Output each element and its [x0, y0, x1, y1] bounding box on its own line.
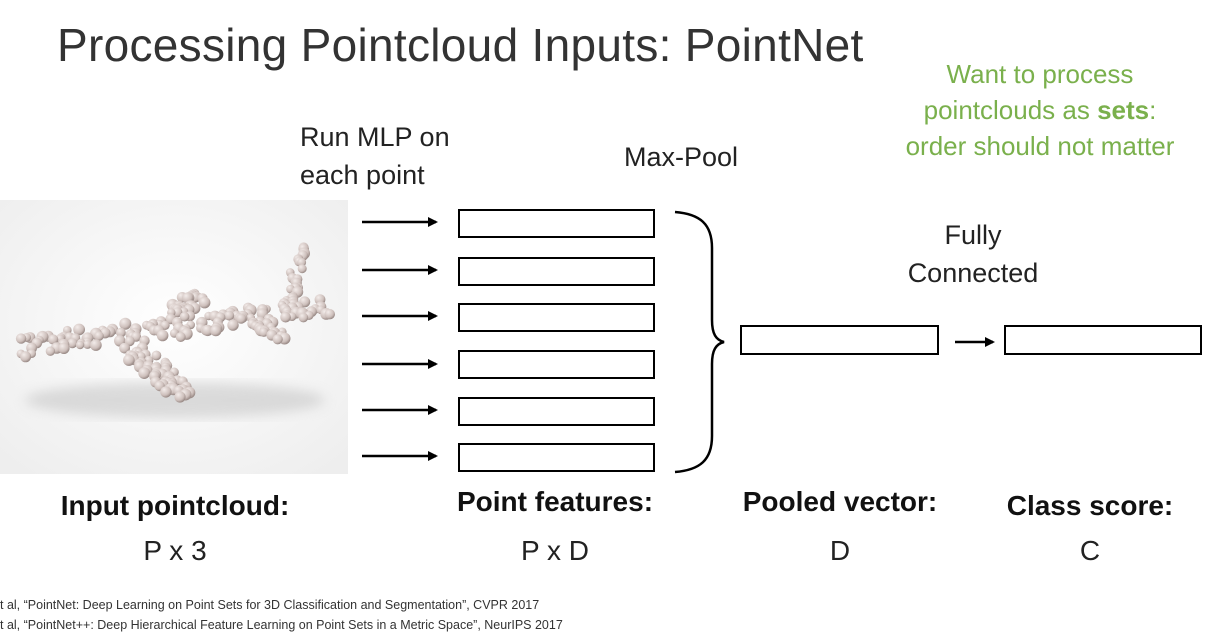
fully-connected-label: Fully Connected: [907, 220, 1039, 288]
point-sphere: [75, 340, 85, 350]
note-line-3: order should not matter: [905, 131, 1175, 161]
point-sphere: [45, 346, 56, 356]
note-line-2: pointclouds as sets:: [923, 95, 1157, 125]
sets-note: Want to process pointclouds as sets: ord…: [870, 56, 1210, 164]
point-feature-box: [458, 257, 655, 286]
point-feature-box: [458, 443, 655, 472]
point-sphere: [67, 338, 78, 349]
point-sphere: [280, 311, 291, 323]
caption-features-dim: P x D: [521, 535, 589, 566]
caption-class-title: Class score:: [1006, 490, 1174, 521]
maxpool-label: Max-Pool: [624, 142, 739, 172]
point-feature-box: [458, 350, 655, 379]
point-sphere: [94, 331, 104, 341]
point-sphere: [210, 325, 222, 337]
caption-pooled-title: Pooled vector:: [742, 486, 938, 517]
caption-input-title: Input pointcloud:: [60, 490, 290, 521]
point-spheres: [15, 242, 335, 403]
point-sphere: [20, 351, 32, 363]
sets-emphasis: sets: [1097, 95, 1150, 125]
point-feature-box: [458, 303, 655, 332]
point-sphere: [15, 333, 27, 344]
point-sphere: [123, 354, 135, 366]
point-sphere: [58, 342, 70, 354]
point-sphere: [151, 350, 162, 361]
point-sphere: [201, 324, 214, 337]
caption-features-title: Point features:: [456, 486, 654, 517]
point-sphere: [236, 313, 247, 324]
point-sphere: [83, 340, 92, 349]
note-line-1: Want to process: [946, 59, 1134, 89]
point-sphere: [175, 332, 186, 342]
caption-input-dim: P x 3: [143, 535, 207, 566]
maxpool-brace: [674, 210, 725, 474]
mlp-label: Run MLP on each point: [300, 122, 450, 190]
point-sphere: [48, 334, 59, 345]
point-sphere: [90, 339, 102, 351]
point-sphere: [116, 327, 126, 338]
pooled-vector-box: [740, 325, 939, 355]
caption-class-dim: C: [1079, 535, 1101, 566]
point-sphere: [138, 367, 151, 379]
slide-title: Processing Pointcloud Inputs: PointNet: [57, 19, 864, 71]
point-sphere: [259, 327, 269, 337]
point-sphere: [227, 319, 239, 331]
point-sphere: [272, 334, 283, 345]
class-score-box: [1004, 325, 1202, 355]
point-sphere: [179, 311, 190, 322]
caption-pooled-dim: D: [829, 535, 851, 566]
reference-pointnet: t al, “PointNet: Deep Learning on Point …: [0, 598, 540, 612]
airplane-pointcloud-image: [0, 200, 348, 474]
point-feature-box: [458, 397, 655, 426]
point-sphere: [174, 391, 186, 403]
point-sphere: [160, 386, 172, 398]
reference-pointnet-plus-plus: t al, “PointNet++: Deep Hierarchical Fea…: [0, 618, 563, 632]
point-sphere: [119, 317, 132, 330]
point-sphere: [224, 310, 235, 321]
point-sphere: [73, 323, 85, 336]
point-sphere: [297, 264, 307, 274]
point-feature-box: [458, 209, 655, 238]
point-sphere: [198, 296, 211, 309]
point-sphere: [119, 342, 130, 354]
point-sphere: [172, 307, 183, 318]
point-sphere: [156, 329, 169, 342]
point-sphere: [324, 309, 335, 320]
point-sphere: [298, 312, 309, 323]
mlp-arrows: [362, 217, 438, 461]
